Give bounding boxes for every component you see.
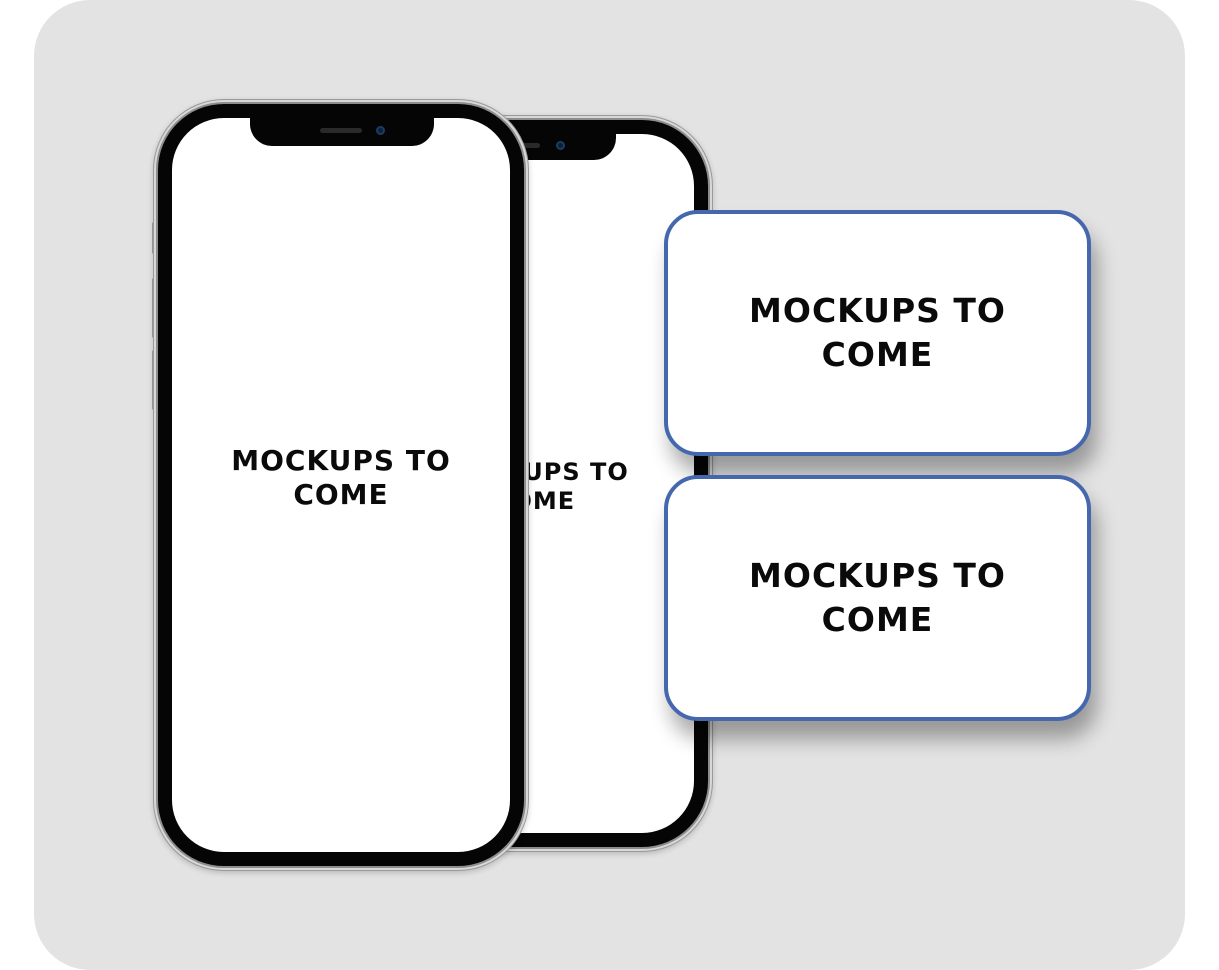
mockup-card-bottom: MOCKUPS TO COME [664,475,1091,721]
front-phone-mockup: MOCKUPS TO COME [158,104,524,866]
back-phone-camera-icon [556,141,565,150]
mockup-card-top: MOCKUPS TO COME [664,210,1091,456]
front-phone-camera-icon [376,126,385,135]
mockup-card-bottom-text: MOCKUPS TO COME [749,556,1006,639]
front-phone-volume-down-button [152,350,156,410]
front-phone-notch [250,114,434,146]
front-phone-speaker-icon [320,128,362,133]
front-phone-mute-switch [152,222,156,254]
front-phone-volume-up-button [152,278,156,338]
front-phone-mockup-text: MOCKUPS TO COME [231,444,451,511]
mockup-card-top-text: MOCKUPS TO COME [749,291,1006,374]
back-phone-speaker-icon [500,143,540,148]
mockup-canvas: MOCKUPS TO COME MOCKUPS TO COME MOCKUPS … [34,0,1185,970]
front-phone-screen: MOCKUPS TO COME [172,118,510,852]
